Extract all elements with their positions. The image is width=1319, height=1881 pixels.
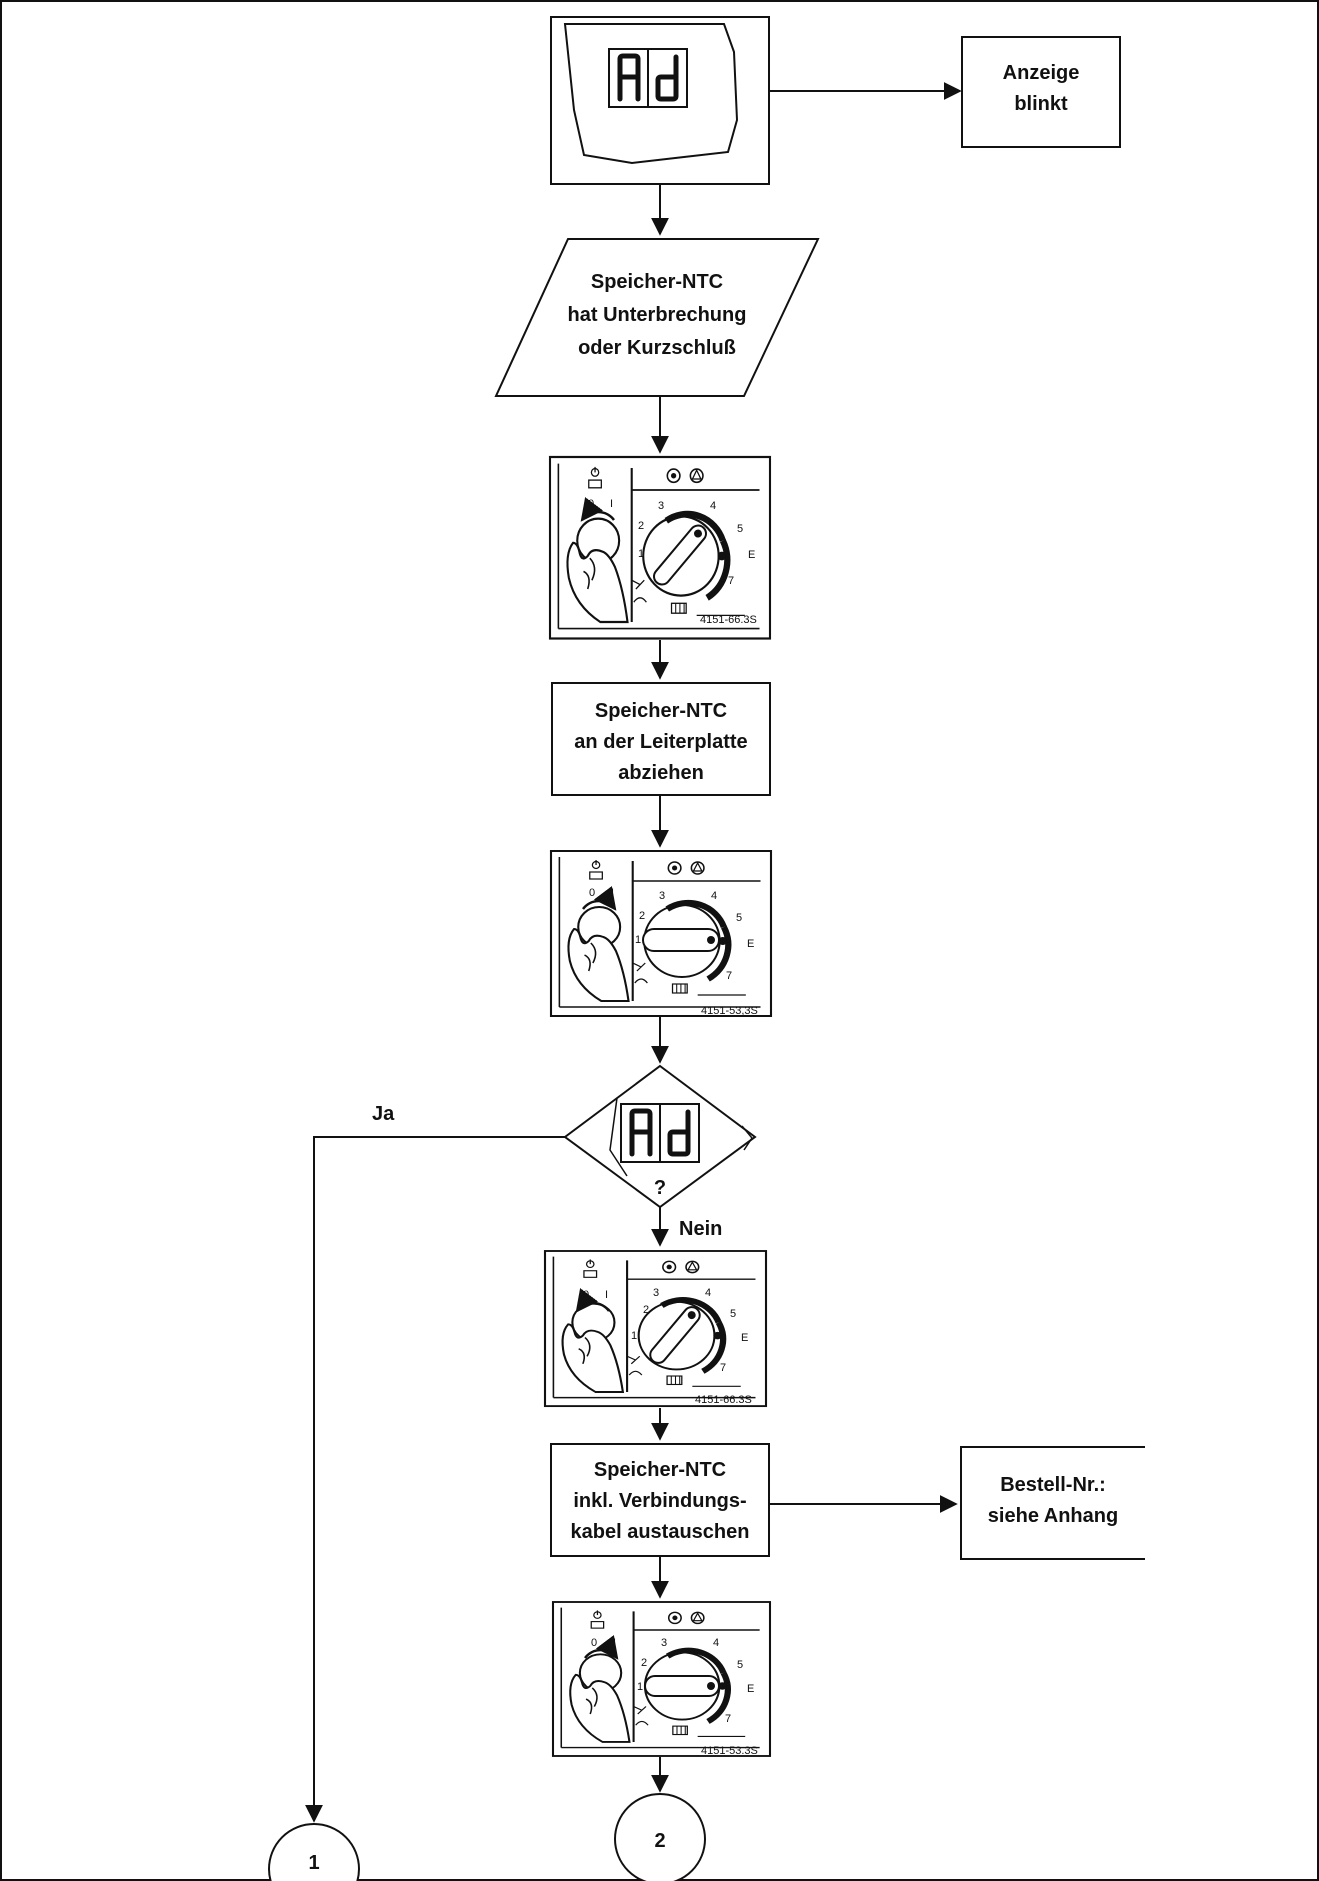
panel-1-switch-off: 0 I 3 4 5 2 1 E 7 4151-66.3S [550, 457, 770, 639]
panel-1-dial-3: 3 [658, 500, 664, 512]
fault-line-3: oder Kurzschluß [578, 337, 736, 359]
panel-2-switch-0: 0 [589, 887, 595, 899]
pull-ntc-box: Speicher-NTC an der Leiterplatte abziehe… [551, 682, 771, 796]
order-line-2: siehe Anhang [988, 1505, 1118, 1527]
panel-4-dial-4: 4 [713, 1637, 719, 1649]
connector-1-label: 1 [308, 1852, 319, 1874]
panel-4-dial-2: 2 [641, 1657, 647, 1669]
panel-2-switch-on: 0 I 3 4 5 2 1 E 7 4151-53,3S [551, 851, 771, 1017]
panel-1-dial-7: 7 [728, 575, 734, 587]
start-display-node: Ad [0, 0, 770, 185]
panel-1-dial-5: 5 [737, 523, 743, 535]
panel-3-dial-1: 1 [631, 1330, 637, 1342]
decision-diamond: ? [563, 1064, 757, 1209]
connector-2[interactable]: 2 [614, 1793, 706, 1881]
panel-4-dial-e: E [747, 1683, 754, 1695]
panel-4-switch-on: 0 I 3 4 5 2 1 E 7 4151-53.3S [553, 1602, 770, 1757]
replace-ntc-box: Speicher-NTC inkl. Verbindungs- kabel au… [550, 1443, 770, 1557]
pull-line-3: abziehen [618, 762, 704, 784]
panel-4-dial-5: 5 [737, 1659, 743, 1671]
panel-3-switch-off: 0 I 3 4 5 2 1 E 7 4151-66.3S [545, 1251, 766, 1406]
panel-2-dial-2: 2 [639, 910, 645, 922]
connector-1[interactable]: 1 [268, 1823, 360, 1881]
panel-3-switch-0: 0 [583, 1289, 589, 1301]
decision-no-label: Nein [679, 1218, 722, 1240]
panel-4-switch-1: I [613, 1637, 616, 1649]
decision-question: ? [654, 1177, 666, 1199]
panel-2-dial-3: 3 [659, 890, 665, 902]
order-number-box: Bestell-Nr.: siehe Anhang [960, 1446, 1145, 1560]
panel-2-ref: 4151-53,3S [701, 1005, 758, 1017]
fault-line-2: hat Unterbrechung [568, 304, 747, 326]
fault-parallelogram: Speicher-NTC hat Unterbrechung oder Kurz… [494, 238, 820, 397]
replace-line-1: Speicher-NTC [594, 1459, 726, 1481]
anzeige-blinkt-box: Anzeige blinkt [961, 36, 1121, 148]
panel-2-switch-1: I [611, 887, 614, 899]
panel-4-dial-1: 1 [637, 1681, 643, 1693]
connector-2-label: 2 [654, 1830, 665, 1852]
anzeige-line-1: Anzeige [1003, 62, 1080, 84]
panel-1-ref: 4151-66.3S [700, 614, 757, 626]
panel-1-dial-1: 1 [638, 548, 644, 560]
replace-line-2: inkl. Verbindungs- [573, 1490, 746, 1512]
panel-4-switch-0: 0 [591, 1637, 597, 1649]
panel-2-dial-1: 1 [635, 934, 641, 946]
panel-2-dial-5: 5 [736, 912, 742, 924]
panel-3-dial-7: 7 [720, 1362, 726, 1374]
panel-3-dial-2: 2 [643, 1304, 649, 1316]
fault-line-1: Speicher-NTC [591, 271, 723, 293]
panel-1-switch-0: 0 [588, 498, 594, 510]
panel-3-switch-1: I [605, 1289, 608, 1301]
arrow-yes-to-connector1 [305, 1136, 565, 1823]
replace-line-3: kabel austauschen [571, 1521, 750, 1543]
panel-3-ref: 4151-66.3S [695, 1394, 752, 1406]
panel-1-switch-1: I [610, 498, 613, 510]
panel-1-dial-e: E [748, 549, 755, 561]
pull-line-2: an der Leiterplatte [574, 731, 747, 753]
panel-2-dial-4: 4 [711, 890, 717, 902]
panel-4-dial-3: 3 [661, 1637, 667, 1649]
panel-4-dial-7: 7 [725, 1713, 731, 1725]
panel-3-dial-e: E [741, 1332, 748, 1344]
order-line-1: Bestell-Nr.: [1000, 1474, 1106, 1496]
panel-1-dial-4: 4 [710, 500, 716, 512]
panel-4-ref: 4151-53.3S [701, 1745, 758, 1757]
panel-1-dial-2: 2 [638, 520, 644, 532]
panel-3-dial-3: 3 [653, 1287, 659, 1299]
panel-3-dial-4: 4 [705, 1287, 711, 1299]
start-display-code: Ad [0, 0, 2, 1]
anzeige-line-2: blinkt [1014, 93, 1068, 115]
decision-yes-label: Ja [372, 1103, 395, 1125]
panel-2-dial-7: 7 [726, 970, 732, 982]
panel-3-dial-5: 5 [730, 1308, 736, 1320]
pull-line-1: Speicher-NTC [595, 700, 727, 722]
panel-2-dial-e: E [747, 938, 754, 950]
